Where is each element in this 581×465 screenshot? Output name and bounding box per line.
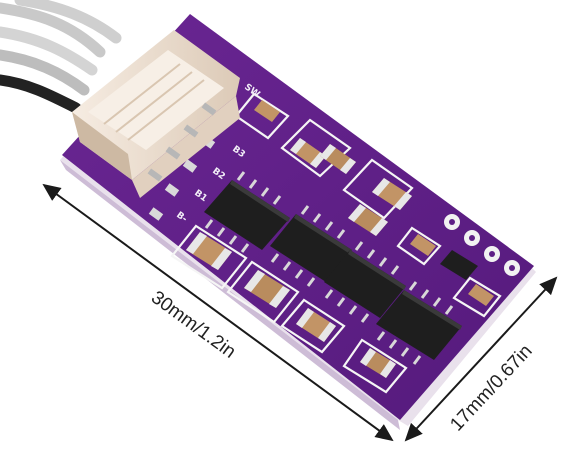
length-arrow bbox=[42, 183, 394, 442]
capacitor bbox=[254, 100, 280, 122]
output-pads bbox=[444, 214, 520, 276]
wire-bundle bbox=[0, 0, 122, 114]
jst-connector bbox=[72, 30, 240, 198]
length-label: 30mm/1.2in bbox=[147, 287, 239, 363]
small-ic-chip bbox=[440, 250, 478, 280]
capacitor bbox=[410, 234, 436, 256]
capacitor bbox=[320, 144, 356, 174]
width-arrow bbox=[404, 276, 558, 442]
